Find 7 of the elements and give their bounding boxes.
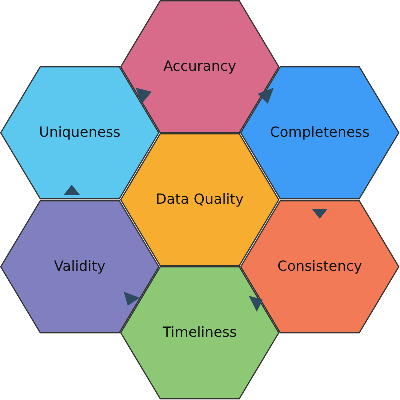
hexagon-label: Uniqueness: [39, 125, 121, 141]
hexagon-label: Data Quality: [156, 192, 244, 208]
hexagon-label: Accurancy: [164, 59, 236, 75]
hexagon-label: Timeliness: [162, 325, 238, 341]
hexagon-label: Validity: [54, 259, 106, 275]
hexagon-label: Completeness: [270, 125, 370, 141]
hexagon-label: Consistency: [278, 259, 362, 275]
